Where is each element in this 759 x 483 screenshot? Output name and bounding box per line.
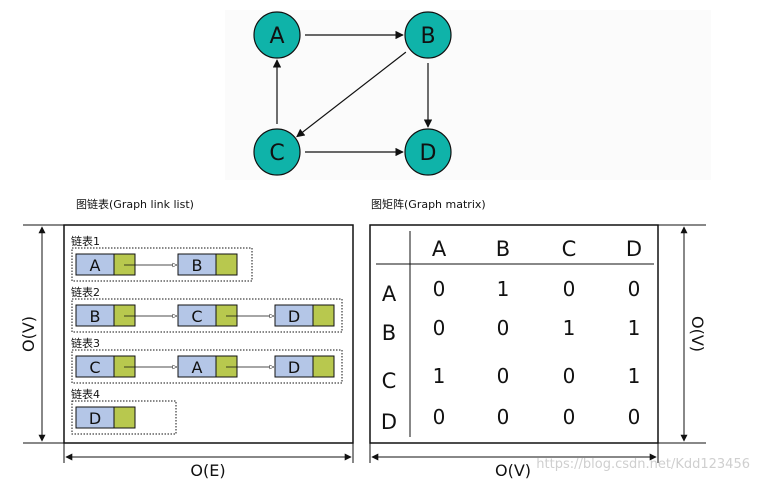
matrix-cell: 1 [563,316,576,340]
list-node-value: A [192,358,203,377]
list-1-boundary [71,247,253,282]
node-label-d: D [420,141,437,166]
list-node-pointer [312,355,335,378]
node-label-c: C [269,141,284,166]
matrix-row-header: D [381,410,397,434]
watermark: https://blog.csdn.net/Kdd123456 [536,457,750,472]
list-node-value: D [89,409,101,428]
list-3-label: 链表3 [71,336,100,350]
matrix-cell: 1 [628,316,641,340]
list-2-boundary [71,298,343,333]
matrix-horizontal-label: O(V) [495,461,531,480]
edge-b-c [296,51,407,138]
matrix-cell: 0 [628,277,641,301]
matrix-col-header: B [496,237,510,261]
list-node-pointer [215,304,238,327]
matrix-row-header: B [382,321,396,345]
node-d [404,128,452,176]
list-node-value: C [89,358,100,377]
list-node-value: A [90,256,101,275]
matrix-cell: 0 [563,405,576,429]
list-node-value: D [288,307,300,326]
matrix-col-header: D [626,237,642,261]
matrix-cell: 0 [563,277,576,301]
list-node-value: C [191,307,202,326]
matrix-frame [369,224,659,444]
link-list-horizontal-label: O(E) [190,461,225,480]
matrix-cell: 0 [497,405,510,429]
list-node-pointer [215,253,238,276]
matrix-caption: 图矩阵(Graph matrix) [371,198,486,211]
list-node-pointer [113,355,136,378]
node-b [404,11,452,59]
matrix-cell: 0 [433,277,446,301]
list-node-pointer [113,304,136,327]
list-1-label: 链表1 [71,234,100,248]
matrix-cell: 0 [563,364,576,388]
list-node-value: D [288,358,300,377]
matrix-vertical-label: O(V) [688,316,707,352]
list-node-value: B [90,307,101,326]
list-node-pointer [113,406,136,429]
matrix-cell: 1 [497,277,510,301]
node-c [253,128,301,176]
node-label-b: B [420,24,435,49]
matrix-cell: 0 [628,405,641,429]
matrix-cell: 1 [628,364,641,388]
list-4-label: 链表4 [71,387,100,401]
matrix-row-header: C [382,369,397,393]
matrix-cell: 1 [433,364,446,388]
list-4-boundary [71,400,177,435]
link-list-caption: 图链表(Graph link list) [76,198,194,211]
list-2-label: 链表2 [71,285,100,299]
node-label-a: A [269,24,284,49]
node-a [253,11,301,59]
list-node-pointer [215,355,238,378]
link-list-frame [63,224,354,444]
list-node-pointer [312,304,335,327]
directed-graph: A B C D [225,10,711,180]
link-list-vertical-label: O(V) [19,316,38,352]
matrix-col-header: C [562,237,577,261]
list-node-value: B [192,256,203,275]
matrix-cell: 0 [497,364,510,388]
matrix-cell: 0 [497,316,510,340]
matrix-cell: 0 [433,405,446,429]
matrix-cell: 0 [433,316,446,340]
matrix-row-header: A [382,282,397,306]
list-node-pointer [113,253,136,276]
matrix-col-header: A [432,237,447,261]
list-3-boundary [71,349,343,384]
